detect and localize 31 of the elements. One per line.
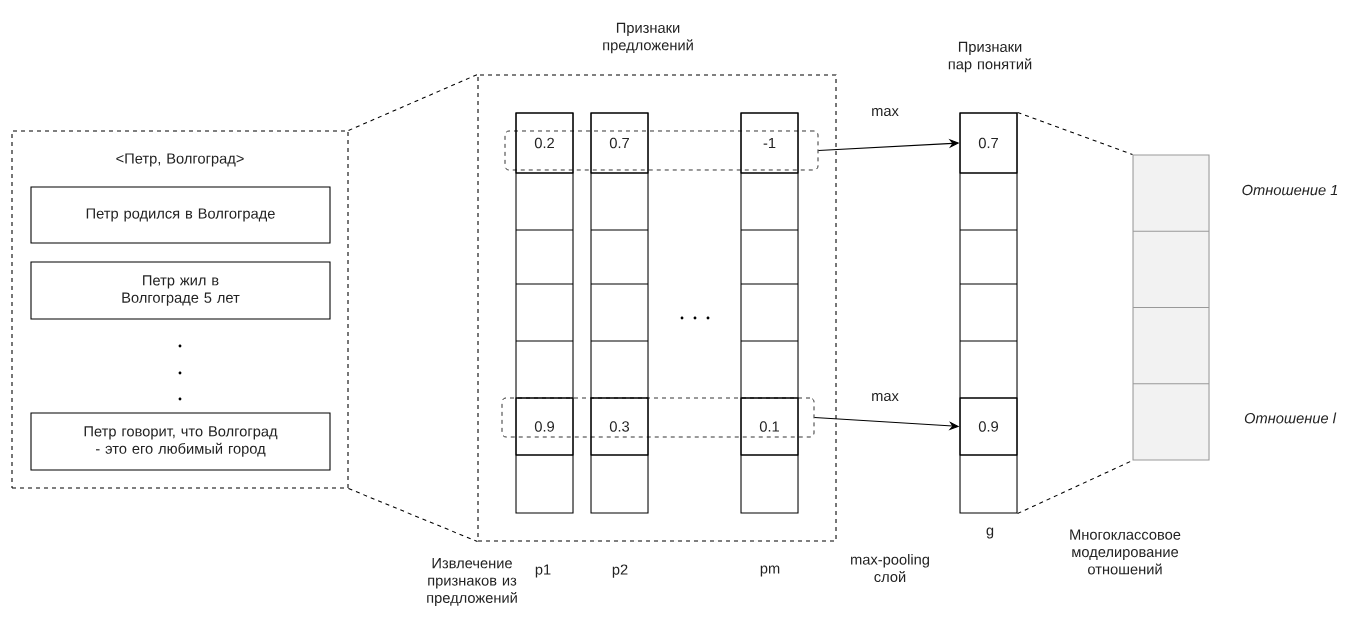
zoom-line — [348, 73, 478, 131]
value-cell: 0.7 — [590, 112, 649, 174]
column-label: p1 — [535, 564, 551, 578]
column-label: Отношение l — [1244, 412, 1337, 424]
edge-label: max — [869, 106, 901, 118]
value-cell: -1 — [740, 112, 799, 174]
value-cell: 0.3 — [590, 397, 649, 456]
column-label: pm — [760, 565, 780, 577]
sentence-box: Петр жил в Волгограде 5 лет — [30, 261, 331, 320]
row-highlight — [501, 397, 815, 438]
zoom-line — [1017, 111, 1133, 155]
column-label: Отношение 1 — [1242, 184, 1338, 196]
zoom-line — [348, 488, 478, 543]
column-label: p2 — [612, 564, 628, 578]
column-label: g — [986, 527, 994, 539]
column-heading: Признаки пар понятий — [948, 41, 1032, 73]
frame-heading: <Петр, Волгоград> — [116, 153, 244, 167]
edge-label: max — [869, 391, 901, 403]
value-cell: 0.7 — [959, 112, 1018, 174]
caption-text: Многоклассовое моделирование отношений — [1070, 529, 1181, 575]
value-cell: 0.2 — [515, 112, 574, 174]
caption-text: max-pooling слой — [851, 553, 929, 583]
value-cell: 0.9 — [959, 397, 1018, 456]
caption-text: Извлечение признаков из предложений — [427, 558, 517, 606]
sentence-box: Петр родился в Волгограде — [30, 186, 331, 244]
value-cell: 0.9 — [515, 397, 574, 456]
frame-heading: Признаки предложений — [603, 22, 693, 54]
value-cell: 0.1 — [740, 397, 799, 456]
zoom-line — [1017, 460, 1133, 515]
row-highlight — [504, 130, 819, 171]
sentence-box: Петр говорит, что Волгоград - это его любимый город — [30, 412, 331, 471]
